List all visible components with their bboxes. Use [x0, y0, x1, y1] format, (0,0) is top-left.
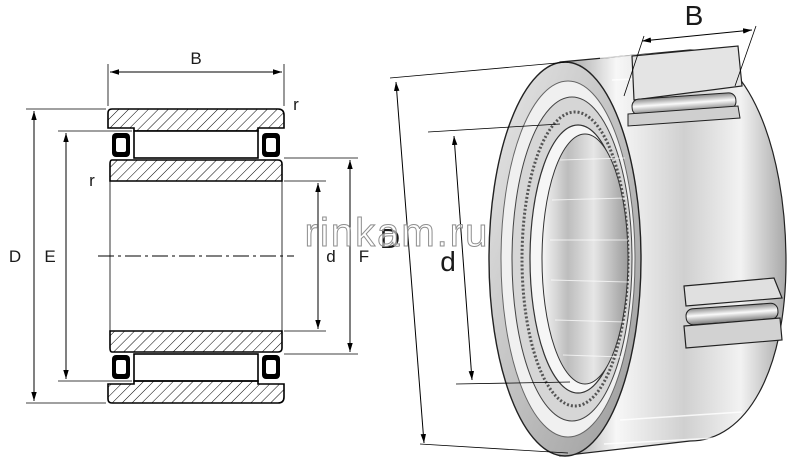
cutaway-bottom-lower	[683, 317, 783, 349]
bore	[541, 133, 629, 385]
seal-top-left-inner	[116, 138, 126, 152]
section-view: B D E d F r r	[9, 49, 369, 404]
iso-dim-line-D	[394, 81, 426, 444]
iso-dim-line-d	[451, 135, 475, 381]
label-D: D	[9, 247, 21, 266]
watermark: rinkam.ru	[305, 211, 490, 255]
roller-bottom	[133, 353, 259, 382]
iso-label-B: B	[685, 0, 704, 31]
iso-label-D: D	[380, 223, 400, 254]
cutaway-top-lower	[627, 105, 741, 127]
cutaway-bottom	[683, 277, 783, 307]
label-F: F	[359, 247, 369, 266]
seal-bottom-left-inner	[116, 360, 126, 374]
cutaway-top	[631, 45, 743, 101]
label-r-top: r	[293, 95, 299, 114]
roller-top	[133, 130, 259, 159]
label-B: B	[190, 49, 201, 68]
iso-dim-line-B	[641, 28, 753, 43]
bore-streaks	[550, 157, 629, 358]
iso-label-d: d	[440, 246, 456, 277]
outer-ring-top	[107, 108, 285, 132]
label-E: E	[44, 247, 55, 266]
inner-ring-bottom	[109, 330, 283, 353]
label-d-section: d	[326, 247, 335, 266]
outer-ring-bottom	[107, 380, 285, 404]
inner-ring-top	[109, 159, 283, 182]
isometric-view: B D d	[380, 0, 787, 457]
seal-bottom-right-inner	[266, 360, 276, 374]
label-r-left: r	[89, 171, 95, 190]
seal-top-right-inner	[266, 138, 276, 152]
